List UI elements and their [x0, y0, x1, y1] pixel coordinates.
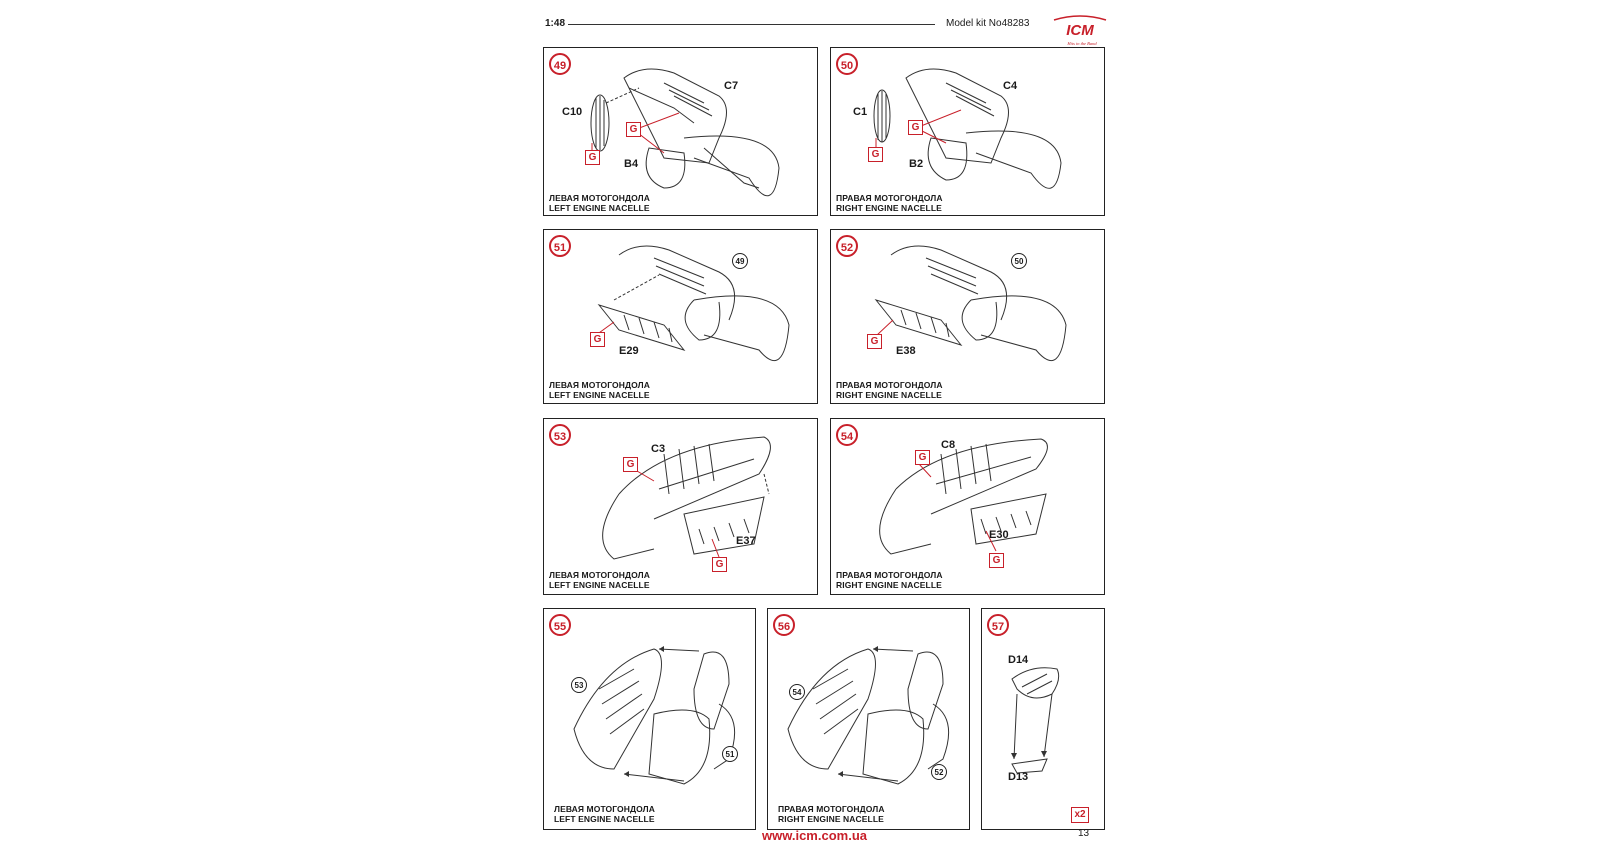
part-label: D14 [1008, 654, 1029, 666]
part-label: B2 [909, 158, 924, 170]
step-reference: 50 [1011, 253, 1027, 269]
nacelle-drawing [787, 646, 950, 785]
model-kit-number: Model kit No48283 [946, 18, 1030, 29]
scale-label: 1:48 [545, 18, 566, 29]
step-53-panel: 53 C3 E37 G G ЛЕВАЯ МОТОГОНДОЛА LEFT ENG… [543, 418, 818, 595]
glue-marker: G [626, 122, 641, 137]
step-number: 56 [773, 614, 795, 636]
part-label: C10 [562, 106, 583, 118]
part-label: E37 [736, 535, 756, 547]
step-54-panel: 54 C8 E30 G G ПРАВАЯ МОТОГОНДОЛА RIGHT E… [830, 418, 1105, 595]
part-label: D13 [1008, 771, 1029, 783]
footer-url[interactable]: www.icm.com.ua [762, 828, 867, 843]
step-reference: 52 [931, 764, 947, 780]
caption-en: LEFT ENGINE NACELLE [554, 814, 655, 824]
step-50-panel: 50 C1 C4 B2 G G ПРАВАЯ МОТОГОНДОЛА RIGHT… [830, 47, 1105, 216]
caption-ru: ПРАВАЯ МОТОГОНДОЛА [836, 193, 943, 203]
page-number: 13 [1078, 828, 1090, 839]
step-56-panel: 56 54 52 ПРАВАЯ МОТОГОНДОЛА RIGHT ENGINE… [767, 608, 970, 830]
part-label: C3 [651, 443, 666, 455]
step-number: 53 [549, 424, 571, 446]
nacelle-drawing [590, 68, 780, 197]
nacelle-drawing [573, 646, 736, 785]
caption-en: RIGHT ENGINE NACELLE [836, 580, 942, 590]
glue-marker: G [712, 557, 727, 572]
caption-ru: ЛЕВАЯ МОТОГОНДОЛА [554, 804, 655, 814]
step-49-panel: 49 C10 C7 B4 G G ЛЕВАЯ МОТОГОНДОЛА LEFT … [543, 47, 818, 216]
part-label: C4 [1003, 80, 1018, 92]
quantity-multiplier: x2 [1071, 807, 1089, 823]
glue-marker: G [585, 150, 600, 165]
caption-ru: ПРАВАЯ МОТОГОНДОЛА [836, 380, 943, 390]
nacelle-drawing [591, 245, 790, 362]
part-label: C8 [941, 439, 956, 451]
part-label: B4 [624, 158, 639, 170]
caption-ru: ЛЕВАЯ МОТОГОНДОЛА [549, 380, 650, 390]
part-label: E29 [619, 345, 639, 357]
glue-marker: G [989, 553, 1004, 568]
step-number: 52 [836, 235, 858, 257]
nacelle-drawing [874, 245, 1067, 362]
step-51-panel: 51 49 E29 G ЛЕВАЯ МОТОГОНДОЛА LEFT ENGIN… [543, 229, 818, 404]
glue-marker: G [623, 457, 638, 472]
step-number: 51 [549, 235, 571, 257]
step-reference: 51 [722, 746, 738, 762]
part-drawing [1011, 667, 1060, 774]
glue-marker: G [915, 450, 930, 465]
logo-tagline: Hits in the Band [1066, 41, 1097, 46]
step-55-panel: 55 53 51 ЛЕВАЯ МОТОГОНДОЛА LEFT ENGINE N… [543, 608, 756, 830]
caption-en: RIGHT ENGINE NACELLE [836, 203, 942, 213]
step-57-panel: 57 D14 D13 x2 [981, 608, 1105, 830]
step-reference: 54 [789, 684, 805, 700]
caption-en: LEFT ENGINE NACELLE [549, 203, 650, 213]
nacelle-drawing [873, 68, 1062, 189]
part-label: C1 [853, 106, 868, 118]
caption-en: RIGHT ENGINE NACELLE [836, 390, 942, 400]
step-reference: 53 [571, 677, 587, 693]
caption-en: LEFT ENGINE NACELLE [549, 390, 650, 400]
step-reference: 49 [732, 253, 748, 269]
part-label: C7 [724, 80, 739, 92]
step-number: 49 [549, 53, 571, 75]
glue-marker: G [590, 332, 605, 347]
glue-marker: G [868, 147, 883, 162]
step-number: 54 [836, 424, 858, 446]
glue-marker: G [908, 120, 923, 135]
nacelle-drawing [879, 438, 1048, 555]
glue-marker: G [867, 334, 882, 349]
step-number: 50 [836, 53, 858, 75]
logo-text: ICM [1066, 22, 1094, 39]
header-rule [568, 24, 935, 25]
nacelle-drawing [602, 436, 771, 560]
caption-en: RIGHT ENGINE NACELLE [778, 814, 884, 824]
caption-ru: ЛЕВАЯ МОТОГОНДОЛА [549, 193, 650, 203]
step-number: 55 [549, 614, 571, 636]
caption-ru: ЛЕВАЯ МОТОГОНДОЛА [549, 570, 650, 580]
step-52-panel: 52 50 E38 G ПРАВАЯ МОТОГОНДОЛА RIGHT ENG… [830, 229, 1105, 404]
part-label: E30 [989, 529, 1009, 541]
caption-en: LEFT ENGINE NACELLE [549, 580, 650, 590]
caption-ru: ПРАВАЯ МОТОГОНДОЛА [836, 570, 943, 580]
part-label: E38 [896, 345, 916, 357]
caption-ru: ПРАВАЯ МОТОГОНДОЛА [778, 804, 885, 814]
icm-logo: ICM Hits in the Band [1053, 15, 1107, 46]
step-number: 57 [987, 614, 1009, 636]
